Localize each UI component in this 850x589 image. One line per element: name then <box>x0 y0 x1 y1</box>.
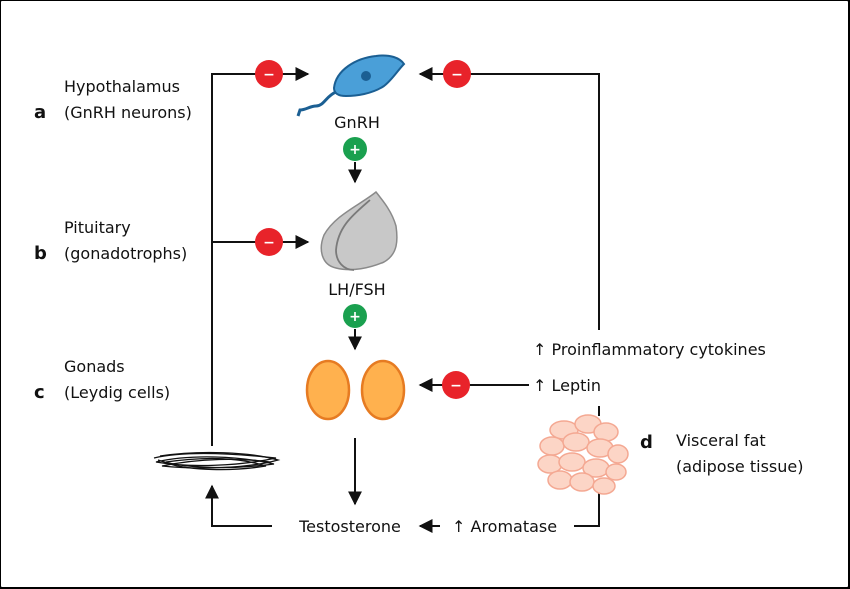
cytokine-feedback-line <box>418 67 600 330</box>
level-b-label: b Pituitary (gonadotrophs) <box>34 218 187 264</box>
lhfsh-label: LH/FSH <box>328 280 385 299</box>
leptin-label: ↑ Leptin <box>533 376 601 395</box>
stimulate-badge-gonads: + <box>343 304 367 328</box>
svg-text:b: b <box>34 243 47 264</box>
gnrh-neuron-icon <box>296 54 406 117</box>
cytokines-label: ↑ Proinflammatory cytokines <box>533 340 766 359</box>
adipocytes-icon <box>537 414 629 495</box>
svg-text:(Leydig cells): (Leydig cells) <box>64 383 170 402</box>
testosterone-loop-line <box>205 484 272 527</box>
testes-icon <box>305 359 406 421</box>
svg-text:c: c <box>34 382 45 403</box>
stimulate-badge-pituitary: + <box>343 137 367 161</box>
svg-text:Visceral fat: Visceral fat <box>676 431 766 450</box>
svg-text:a: a <box>34 102 46 123</box>
svg-text:+: + <box>349 309 361 325</box>
svg-text:−: − <box>263 235 275 251</box>
svg-text:Gonads: Gonads <box>64 357 125 376</box>
inhibit-badge-pituitary: − <box>255 228 283 256</box>
left-testis <box>305 359 351 421</box>
inhibit-badge-gonads: − <box>442 371 470 399</box>
neuron-axon <box>296 90 337 117</box>
svg-text:−: − <box>263 67 275 83</box>
svg-text:d: d <box>640 432 653 453</box>
aromatase-label: ↑ Aromatase <box>452 517 557 536</box>
aromatase-line <box>574 492 600 527</box>
testosterone-label: Testosterone <box>298 517 401 536</box>
redacted-scribble <box>153 451 281 471</box>
svg-text:(GnRH neurons): (GnRH neurons) <box>64 103 192 122</box>
level-c-label: c Gonads (Leydig cells) <box>34 357 170 403</box>
level-a-label: a Hypothalamus (GnRH neurons) <box>34 77 192 123</box>
inhibit-badge-hypothalamus-left: − <box>255 60 283 88</box>
neuron-nucleus <box>361 71 371 81</box>
svg-text:−: − <box>451 67 463 83</box>
inhibit-badge-hypothalamus-right: − <box>443 60 471 88</box>
svg-text:−: − <box>450 378 462 394</box>
pituitary-gland-icon <box>320 190 398 271</box>
testosterone-feedback-line <box>211 67 310 446</box>
right-testis <box>360 359 406 421</box>
gnrh-label: GnRH <box>334 113 380 132</box>
svg-text:+: + <box>349 142 361 158</box>
svg-text:(gonadotrophs): (gonadotrophs) <box>64 244 187 263</box>
svg-text:(adipose tissue): (adipose tissue) <box>676 457 803 476</box>
svg-text:Pituitary: Pituitary <box>64 218 131 237</box>
svg-text:Hypothalamus: Hypothalamus <box>64 77 180 96</box>
level-d-label: d Visceral fat (adipose tissue) <box>640 431 803 476</box>
